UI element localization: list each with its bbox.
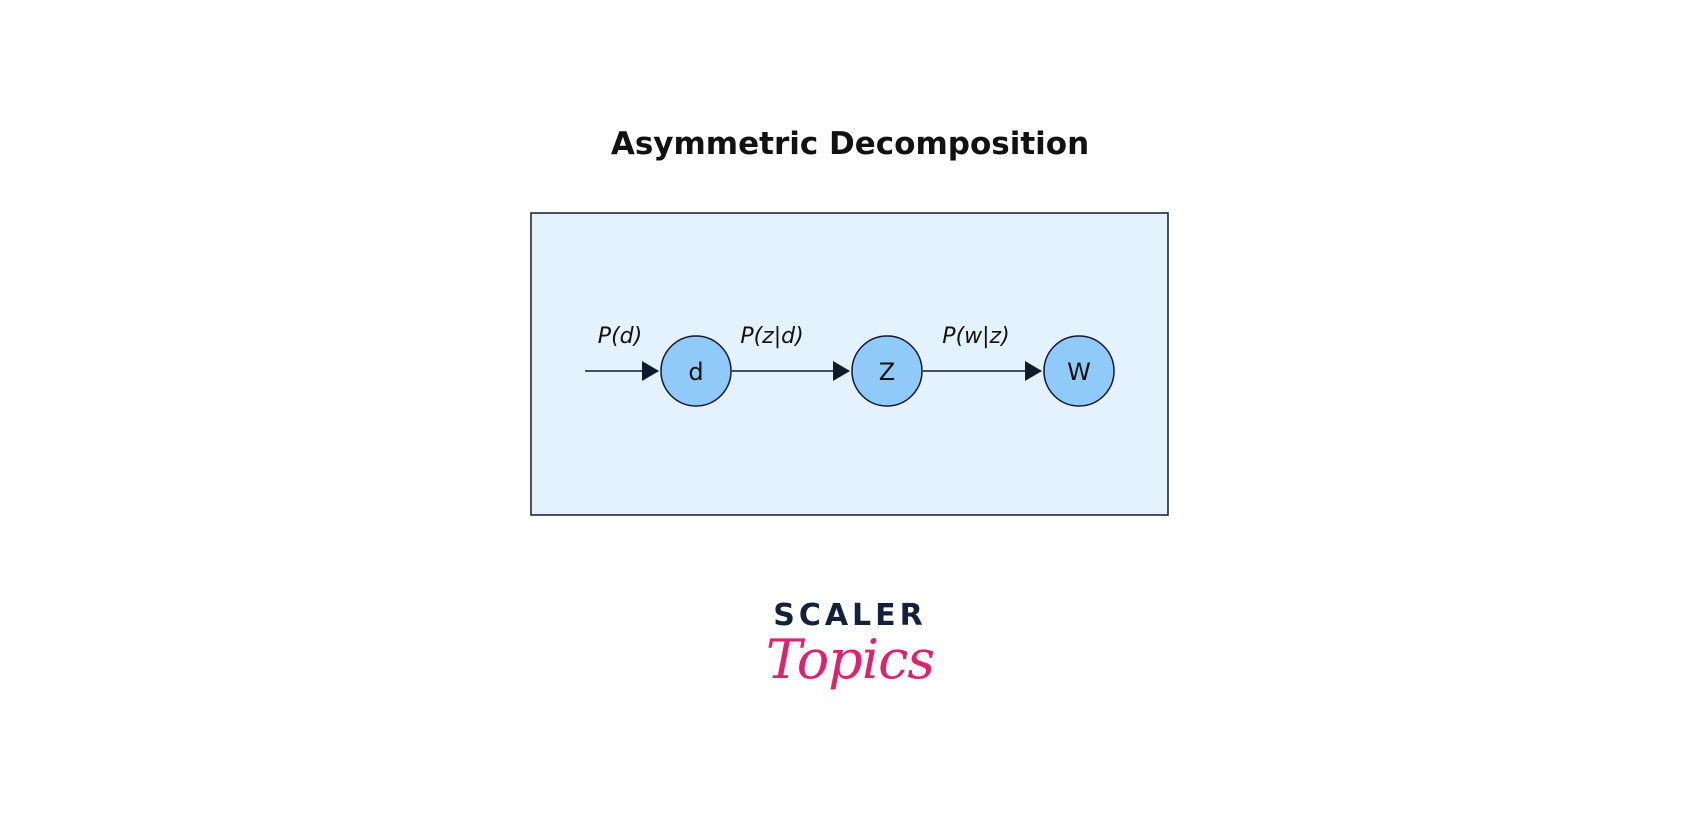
arrowhead-icon bbox=[642, 361, 659, 381]
logo-scaler-text: SCALER bbox=[773, 598, 927, 633]
node-z-label: Z bbox=[879, 358, 895, 386]
node-d-label: d bbox=[688, 358, 703, 386]
arrowhead-icon bbox=[833, 361, 850, 381]
node-w bbox=[1043, 335, 1115, 407]
edge-label-pzd: P(z|d) bbox=[740, 324, 803, 349]
edge-label-pd: P(d) bbox=[598, 324, 642, 349]
node-w-label: W bbox=[1067, 358, 1091, 386]
edge-label-pwz: P(w|z) bbox=[942, 324, 1009, 349]
node-d bbox=[660, 335, 732, 407]
arrowhead-icon bbox=[1025, 361, 1042, 381]
node-z bbox=[851, 335, 923, 407]
diagram-title: Asymmetric Decomposition bbox=[610, 126, 1090, 162]
logo-topics-text: Topics bbox=[765, 628, 935, 691]
